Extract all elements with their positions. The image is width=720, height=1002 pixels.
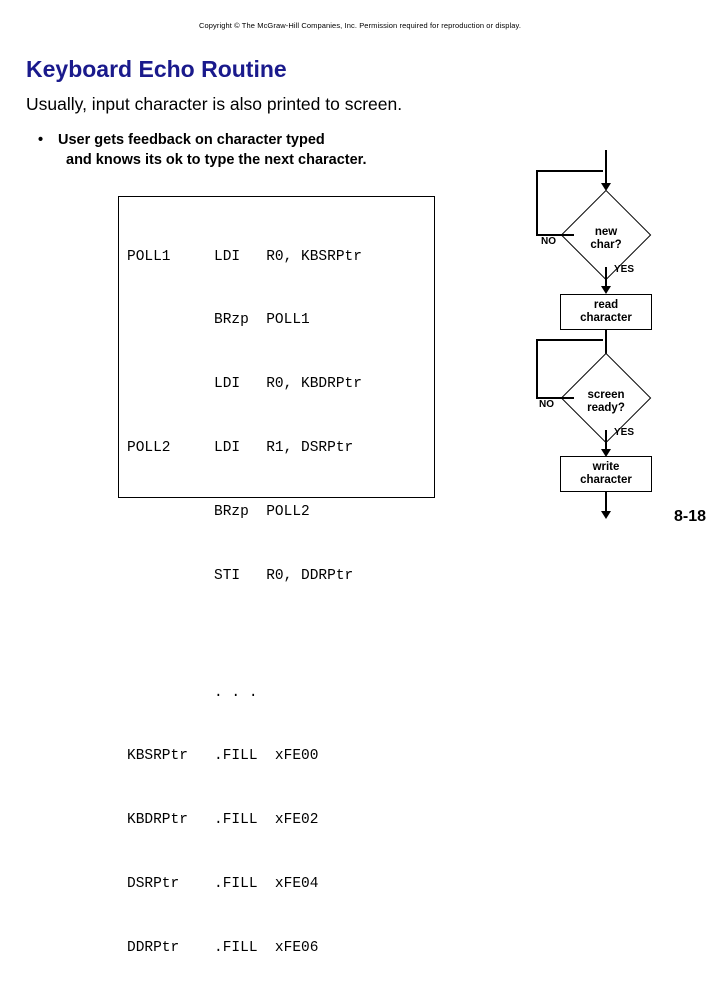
flow-yes-arrow-1-icon [601, 286, 611, 294]
bullet-marker: • [38, 132, 44, 148]
write-character-shape: write character [560, 456, 652, 492]
flow-label-no-2: NO [539, 399, 554, 410]
page-title: Keyboard Echo Routine [26, 56, 287, 82]
read-character-label: read character [580, 299, 632, 325]
write-character-line-1: write [592, 461, 620, 473]
bullet-item: • User gets feedback on character typed … [38, 130, 367, 170]
flow-label-yes-1: YES [614, 264, 635, 275]
bullet-line-2: and knows its ok to type the next charac… [66, 152, 367, 168]
flow-label-yes-2: YES [614, 427, 635, 438]
code-line: LDI R0, KBDRPtr [127, 376, 362, 393]
code-listing: POLL1 LDI R0, KBSRPtr BRzp POLL1 LDI R0,… [127, 204, 362, 1002]
flow-no-loop-1-bottom [536, 234, 574, 236]
write-character-line-2: character [580, 474, 632, 486]
screen-ready-decision-label: screen ready? [561, 389, 651, 415]
code-box: POLL1 LDI R0, KBSRPtr BRzp POLL1 LDI R0,… [118, 196, 435, 956]
code-line: KBDRPtr .FILL xFE02 [127, 812, 319, 829]
new-char-decision-label: new char? [566, 226, 646, 252]
read-character-shape: read character [560, 294, 652, 330]
code-line: STI R0, DDRPtr [127, 568, 354, 585]
flow-no-loop-2-top [536, 339, 603, 341]
subtitle-text: Usually, input character is also printed… [26, 94, 403, 114]
flowchart: new char? NO YES read character screen r… [500, 150, 700, 520]
new-char-line-2: char? [590, 239, 622, 251]
flow-line-read-to-screen [605, 330, 607, 361]
page-number: 8-18 [673, 508, 706, 525]
flow-no-loop-2-bottom [536, 397, 574, 399]
code-line: DDRPtr .FILL xFE06 [127, 940, 319, 957]
write-character-label: write character [580, 461, 632, 487]
new-char-line-1: new [594, 226, 618, 238]
flow-entry-line [605, 150, 607, 184]
flow-label-no-1: NO [541, 236, 556, 247]
screen-ready-line-1: screen [587, 389, 625, 401]
bullet-line-1: User gets feedback on character typed [58, 132, 325, 148]
screen-ready-line-2: ready? [587, 402, 625, 414]
flow-yes-arrow-2-icon [601, 449, 611, 457]
flow-entry-arrow-icon [601, 183, 611, 191]
copyright-notice: Copyright © The McGraw-Hill Companies, I… [198, 21, 522, 30]
code-line: POLL2 LDI R1, DSRPtr [127, 440, 354, 457]
slide: Copyright © The McGraw-Hill Companies, I… [26, 21, 706, 956]
code-line: POLL1 LDI R0, KBSRPtr [127, 248, 362, 265]
flow-yes-line-1 [605, 267, 607, 290]
read-character-line-2: character [580, 312, 632, 324]
flow-no-loop-1-top [536, 170, 603, 172]
code-line-blank [127, 630, 362, 640]
code-line: . . . [127, 684, 258, 701]
code-line: KBSRPtr .FILL xFE00 [127, 748, 319, 765]
code-line: BRzp POLL1 [127, 312, 310, 329]
flow-no-loop-2-left [536, 339, 538, 398]
code-line: BRzp POLL2 [127, 504, 310, 521]
read-character-line-1: read [593, 299, 619, 311]
code-line: DSRPtr .FILL xFE04 [127, 876, 319, 893]
flow-no-loop-1-left [536, 170, 538, 235]
flow-exit-arrow-icon [601, 511, 611, 519]
flow-yes-line-2 [605, 430, 607, 453]
bullet-text: User gets feedback on character typed an… [58, 130, 367, 170]
flow-exit-line [605, 492, 607, 514]
